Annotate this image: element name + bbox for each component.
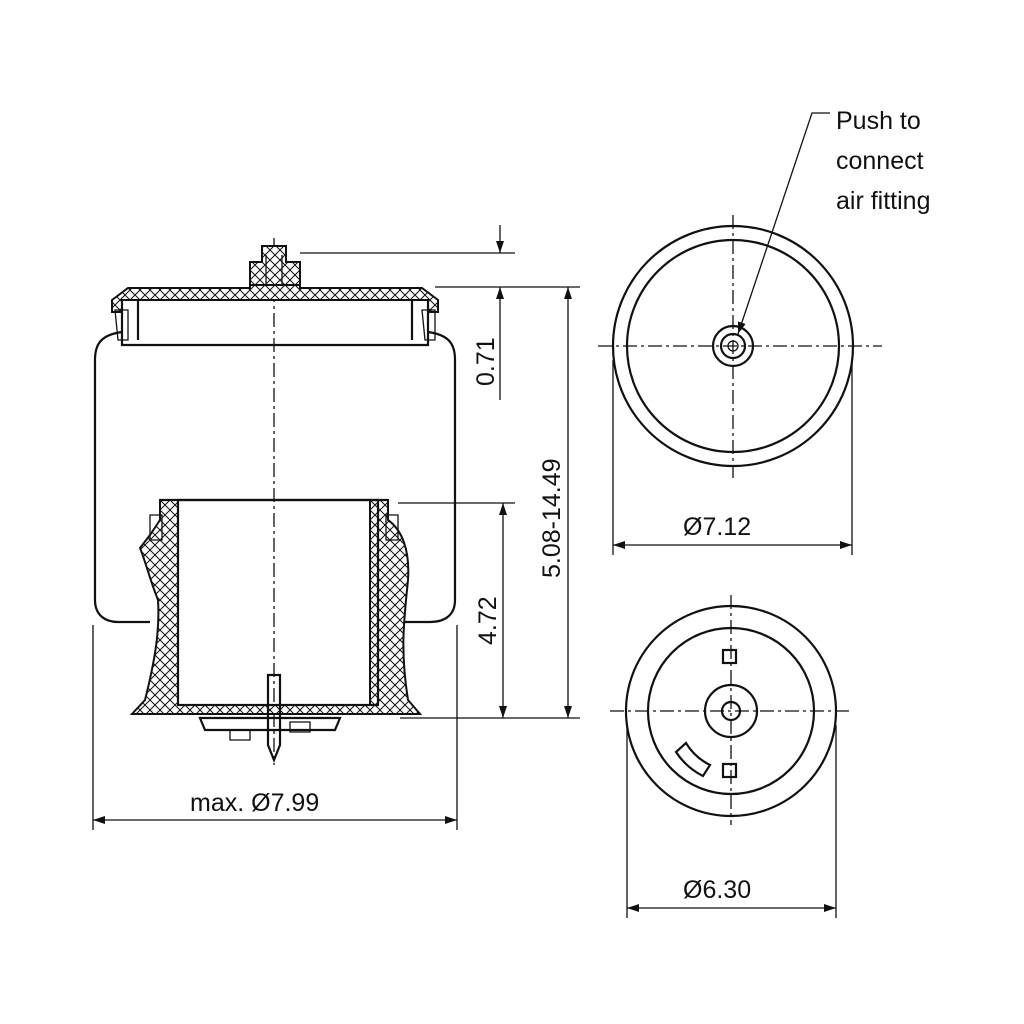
dim-piston-height: 4.72	[474, 596, 502, 645]
dim-fitting-height: 0.71	[472, 337, 500, 386]
side-view	[93, 238, 457, 765]
side-dimensions: 0.71 5.08-14.49 4.72 max. Ø7.99	[92, 225, 580, 830]
dim-stroke-range: 5.08-14.49	[538, 458, 566, 578]
dim-max-diameter: max. Ø7.99	[190, 789, 319, 817]
top-view: Ø7.12 Push to connect air fitting	[598, 107, 930, 555]
callout-line2: connect	[836, 147, 924, 175]
callout-line3: air fitting	[836, 187, 930, 215]
bottom-view: Ø6.30	[610, 595, 850, 918]
callout-line1: Push to	[836, 107, 921, 135]
dim-top-plate-diameter: Ø7.12	[683, 513, 751, 541]
dim-piston-diameter: Ø6.30	[683, 876, 751, 904]
